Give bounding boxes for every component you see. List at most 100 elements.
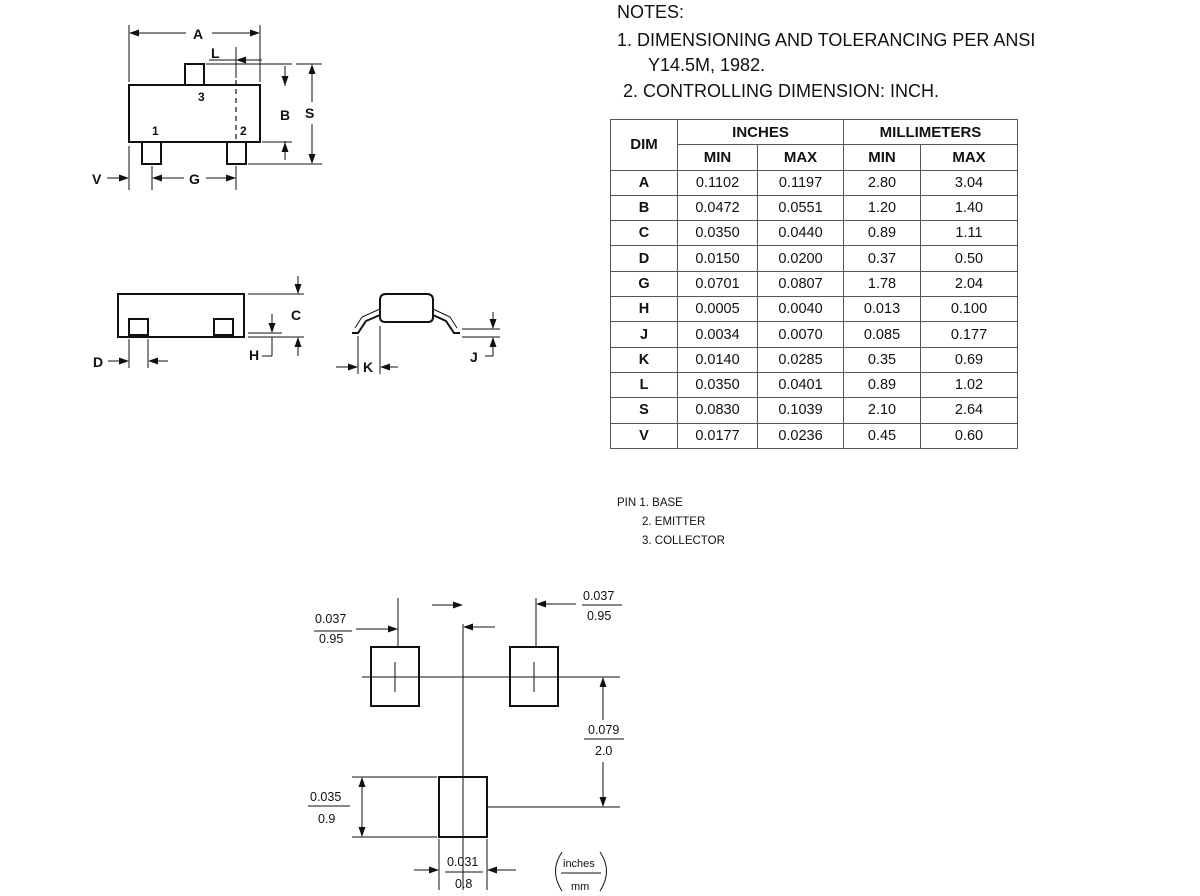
- dimension-table: DIM INCHES MILLIMETERS MIN MAX MIN MAX A…: [610, 118, 1018, 449]
- in-max-cell: 0.0070: [757, 321, 844, 348]
- pin-3-label: 3: [198, 90, 205, 104]
- fp-right-width-inches: 0.037: [583, 589, 614, 603]
- mm-max-cell: 2.04: [920, 270, 1018, 298]
- dim-cell: H: [610, 296, 678, 323]
- dim-c-label: C: [291, 307, 301, 323]
- gull-wing-right: [432, 314, 460, 334]
- dim-b-label: B: [280, 107, 290, 123]
- mm-min-cell: 1.20: [843, 194, 921, 222]
- fp-row-spacing-inches: 0.079: [588, 723, 619, 737]
- dim-cell: V: [610, 422, 678, 449]
- note-1-line-1: 1. DIMENSIONING AND TOLERANCING PER ANSI: [617, 30, 1036, 50]
- pin-1-label: 1: [152, 124, 159, 138]
- lead-2: [226, 141, 247, 165]
- dim-g-label: G: [189, 171, 200, 187]
- header-in-min: MIN: [677, 144, 758, 171]
- in-min-cell: 0.0350: [677, 220, 758, 247]
- note-2: 2. CONTROLLING DIMENSION: INCH.: [623, 81, 940, 101]
- gull-wing-left: [352, 314, 381, 334]
- mm-max-cell: 0.60: [920, 422, 1018, 449]
- mm-min-cell: 0.45: [843, 422, 921, 449]
- mm-max-cell: 2.64: [920, 397, 1018, 424]
- header-dim: DIM: [610, 119, 678, 171]
- dim-cell: G: [610, 270, 678, 298]
- mm-min-cell: 0.37: [843, 245, 921, 272]
- mm-max-cell: 0.50: [920, 245, 1018, 272]
- in-max-cell: 0.0440: [757, 220, 844, 247]
- in-min-cell: 0.1102: [677, 169, 758, 196]
- units-right-paren: [599, 851, 607, 892]
- dim-s-label: S: [305, 105, 314, 121]
- mm-min-cell: 0.35: [843, 346, 921, 373]
- in-max-cell: 0.0551: [757, 194, 844, 222]
- in-max-cell: 0.0236: [757, 422, 844, 449]
- mm-max-cell: 0.100: [920, 296, 1018, 323]
- lead-1: [141, 141, 162, 165]
- header-millimeters: MILLIMETERS: [843, 118, 1018, 146]
- mm-max-cell: 0.177: [920, 321, 1018, 348]
- mm-max-cell: 3.04: [920, 169, 1018, 196]
- lead-foot-left: [128, 318, 149, 336]
- in-max-cell: 0.0807: [757, 270, 844, 298]
- dim-d-label: D: [93, 354, 103, 370]
- in-min-cell: 0.0701: [677, 270, 758, 298]
- dim-j-label: J: [470, 349, 478, 365]
- in-min-cell: 0.0034: [677, 321, 758, 348]
- side-view: C H D: [93, 276, 304, 370]
- fp-pad-height-mm: 0.9: [318, 812, 335, 826]
- in-max-cell: 0.0200: [757, 245, 844, 272]
- in-min-cell: 0.0350: [677, 371, 758, 399]
- in-min-cell: 0.0140: [677, 346, 758, 373]
- mm-min-cell: 0.89: [843, 371, 921, 399]
- pin-3-assignment: 3. COLLECTOR: [642, 535, 725, 547]
- mm-min-cell: 0.013: [843, 296, 921, 323]
- in-min-cell: 0.0177: [677, 422, 758, 449]
- notes-heading: NOTES:: [617, 2, 685, 22]
- in-max-cell: 0.1039: [757, 397, 844, 424]
- dim-cell: K: [610, 346, 678, 373]
- pin-2-assignment: 2. EMITTER: [642, 516, 706, 528]
- fp-right-width-mm: 0.95: [587, 609, 611, 623]
- header-inches: INCHES: [677, 118, 844, 146]
- package-body-side: [117, 293, 245, 338]
- mm-max-cell: 0.69: [920, 346, 1018, 373]
- units-mm-label: mm: [571, 881, 589, 893]
- dim-h-label: H: [249, 347, 259, 363]
- fp-left-width-mm: 0.95: [319, 632, 343, 646]
- header-mm-min: MIN: [843, 144, 921, 171]
- dim-k-label: K: [363, 359, 373, 375]
- solder-footprint: 0.037 0.95 0.037 0.95 0.079 2.0 0.035 0.…: [308, 589, 624, 893]
- gull-wing-left-inner: [354, 308, 381, 329]
- gull-wing-right-inner: [432, 308, 458, 329]
- units-inches-label: inches: [563, 858, 595, 870]
- mm-max-cell: 1.40: [920, 194, 1018, 222]
- note-1-line-2: Y14.5M, 1982.: [648, 55, 766, 75]
- dim-v-label: V: [92, 171, 102, 187]
- dim-cell: D: [610, 245, 678, 272]
- mm-min-cell: 1.78: [843, 270, 921, 298]
- top-view: 3 1 2 A L B S V: [92, 25, 322, 190]
- dim-cell: C: [610, 220, 678, 247]
- mm-min-cell: 2.10: [843, 397, 921, 424]
- lead-foot-right: [213, 318, 234, 336]
- dim-a-label: A: [193, 26, 203, 42]
- dim-cell: B: [610, 194, 678, 222]
- dim-cell: L: [610, 371, 678, 399]
- header-mm-max: MAX: [920, 144, 1018, 171]
- mm-min-cell: 0.89: [843, 220, 921, 247]
- pin-1-assignment: PIN 1. BASE: [617, 497, 683, 509]
- mm-min-cell: 0.085: [843, 321, 921, 348]
- in-max-cell: 0.0285: [757, 346, 844, 373]
- fp-row-spacing-mm: 2.0: [595, 744, 612, 758]
- header-in-max: MAX: [757, 144, 844, 171]
